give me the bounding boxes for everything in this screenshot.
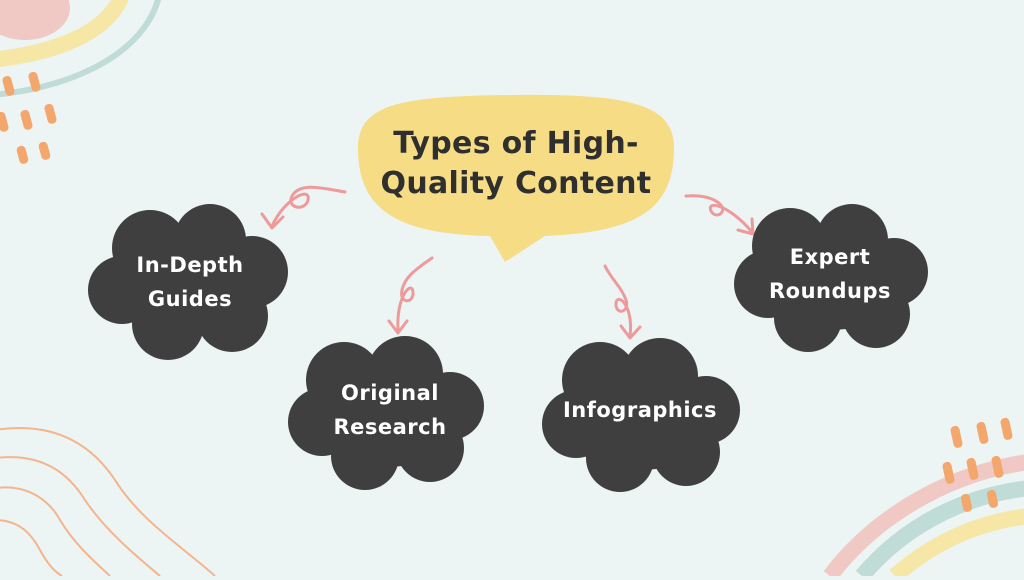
decoration-top-left (0, 0, 158, 165)
arrow-to-roundups (686, 196, 753, 234)
cloud-expert-roundups (734, 204, 928, 352)
decoration-bottom-left (0, 428, 215, 576)
cloud-in-depth-guides (88, 204, 288, 360)
title-bubble (358, 95, 674, 262)
arrow-to-guides (262, 187, 345, 228)
arrow-to-research (389, 258, 432, 333)
bubble-shape (358, 95, 674, 262)
decoration-bottom-right (830, 417, 1024, 576)
cloud-original-research (288, 336, 484, 490)
cloud-infographics (542, 338, 740, 492)
pink-blob-shape (0, 0, 70, 40)
arrow-to-infographics (605, 266, 640, 338)
